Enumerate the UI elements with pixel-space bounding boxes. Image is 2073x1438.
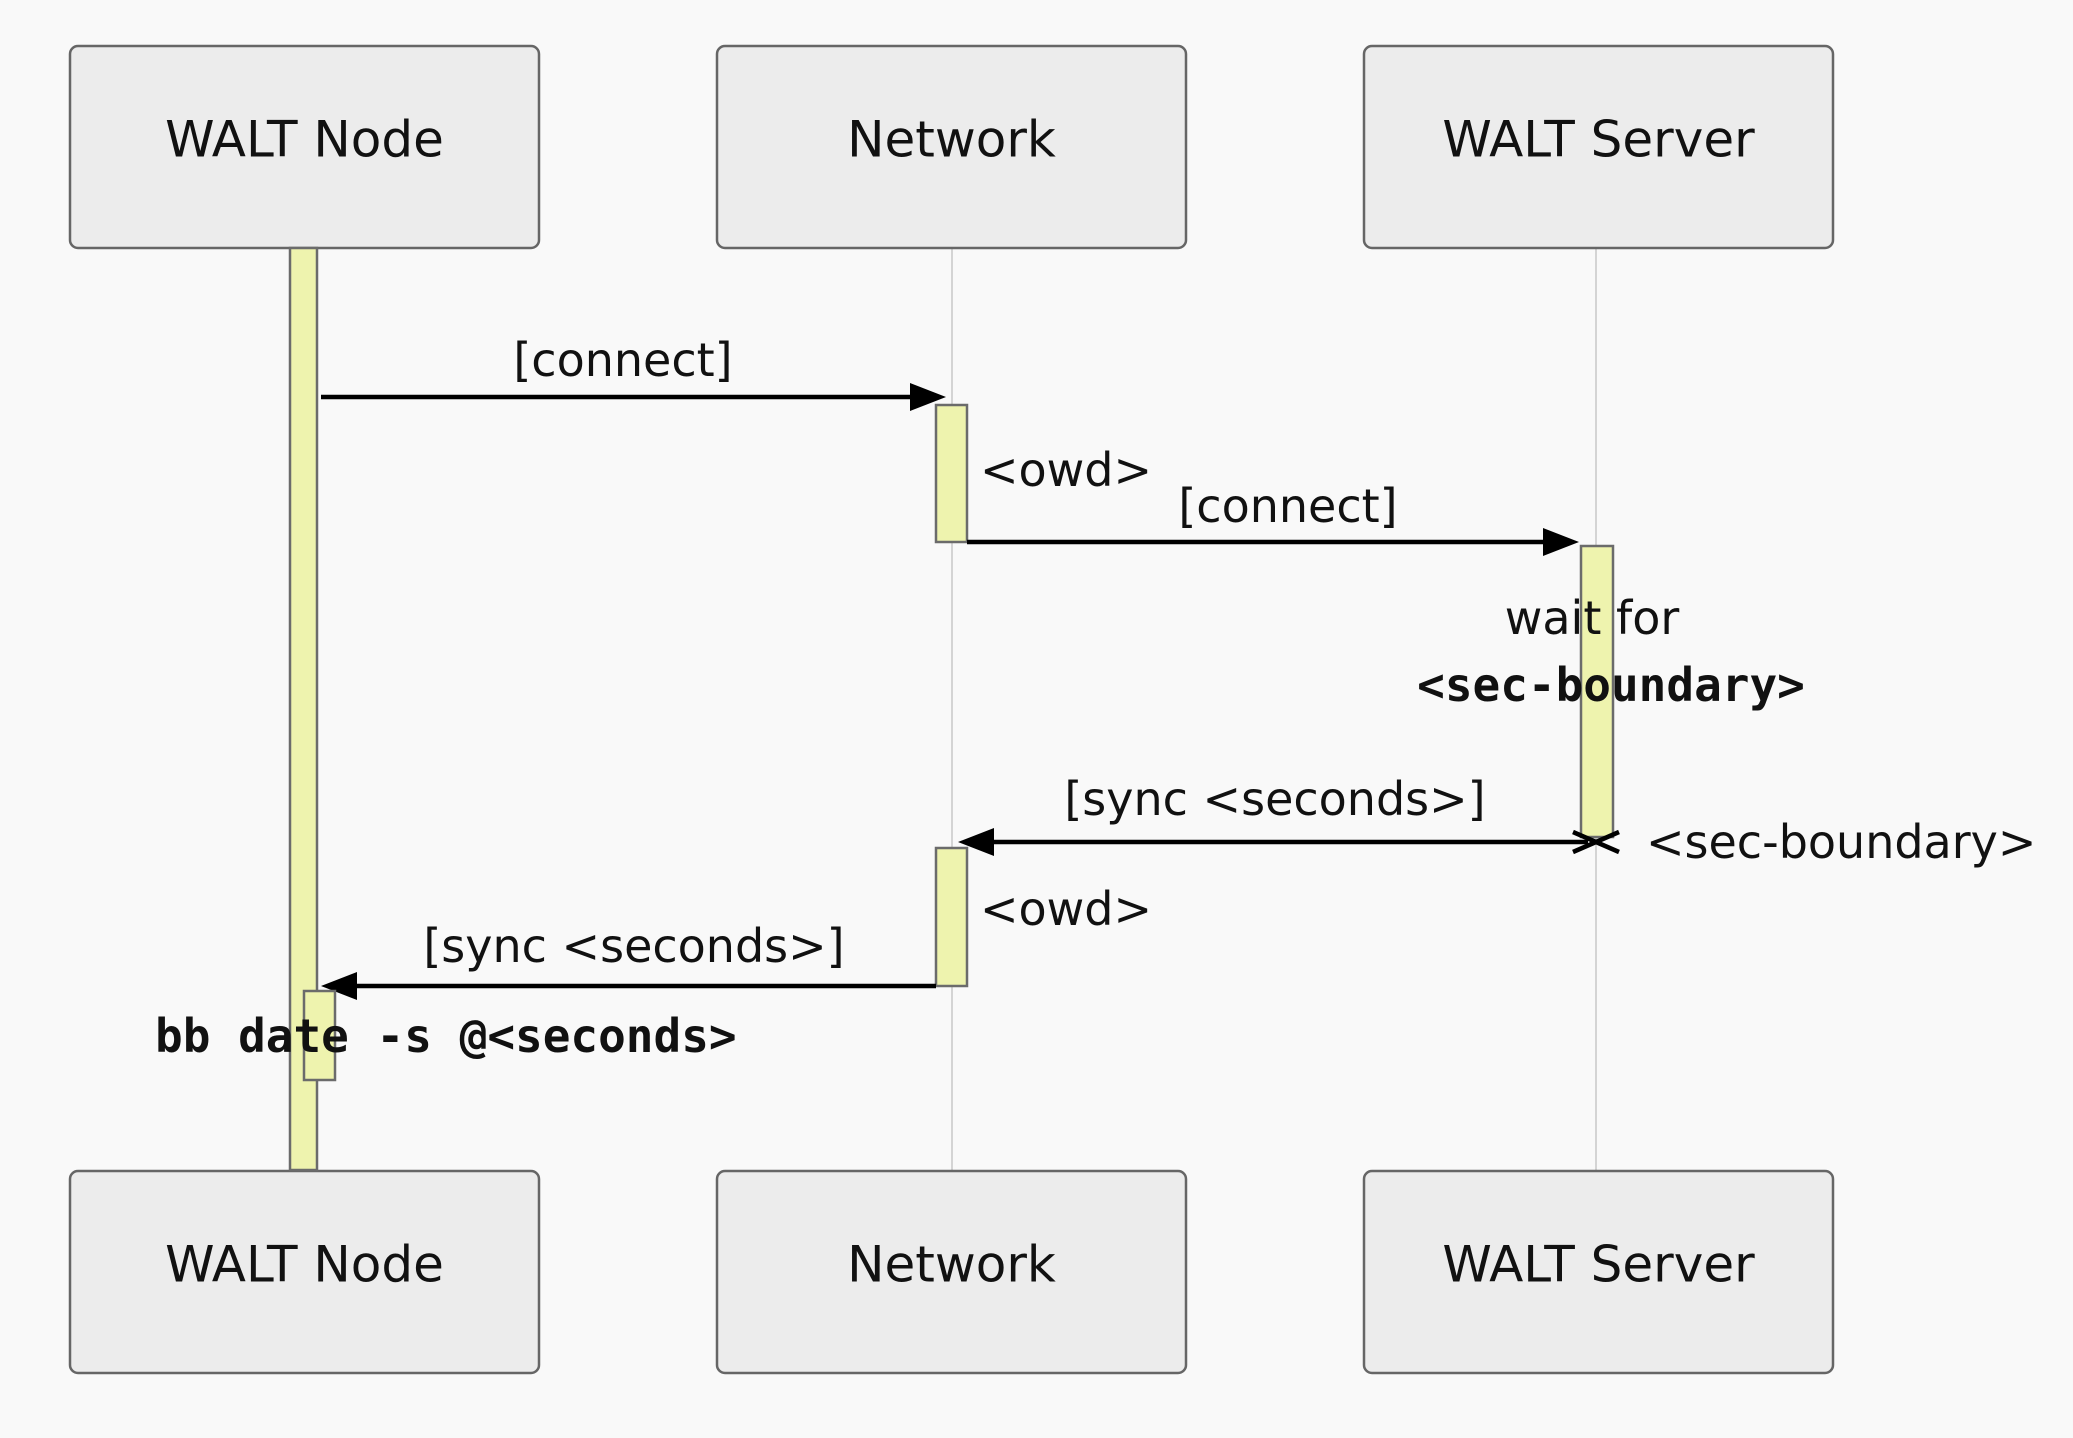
actor-bottom-node: WALT Node [68,1169,541,1375]
actor-top-node-label: WALT Node [165,111,444,169]
actor-bottom-network-label: Network [847,1236,1056,1294]
message-sync-1-arrowhead [958,828,994,856]
wait-for-label: wait for [1505,591,1680,645]
activation-network-1 [934,403,969,544]
actor-top-server-label: WALT Server [1442,111,1755,169]
activation-node-sub [302,989,337,1082]
bb-date-command-label: bb date -s @<seconds> [155,1009,737,1063]
actor-top-network-label: Network [847,111,1056,169]
message-connect-1-label: [connect] [513,333,732,387]
message-connect-2-arrowhead [1543,528,1579,556]
message-sync-1-label: [sync <seconds>] [1064,772,1485,826]
activation-network-2 [934,846,969,988]
actor-bottom-server: WALT Server [1362,1169,1835,1375]
message-connect-1-arrowhead [910,383,946,411]
owd-label-1: <owd> [980,443,1152,497]
actor-top-server: WALT Server [1362,44,1835,250]
actor-top-node: WALT Node [68,44,541,250]
sec-boundary-label: <sec-boundary> [1646,815,2036,869]
cross-icon [1572,829,1620,855]
actor-bottom-node-label: WALT Node [165,1236,444,1294]
actor-bottom-network: Network [715,1169,1188,1375]
sec-boundary-bold-label: <sec-boundary> [1417,658,1805,712]
message-sync-2-label: [sync <seconds>] [423,919,844,973]
activation-server [1579,544,1615,839]
message-sync-2-arrowhead [321,972,357,1000]
actor-bottom-server-label: WALT Server [1442,1236,1755,1294]
message-connect-2-label: [connect] [1178,479,1397,533]
owd-label-2: <owd> [980,882,1152,936]
actor-top-network: Network [715,44,1188,250]
